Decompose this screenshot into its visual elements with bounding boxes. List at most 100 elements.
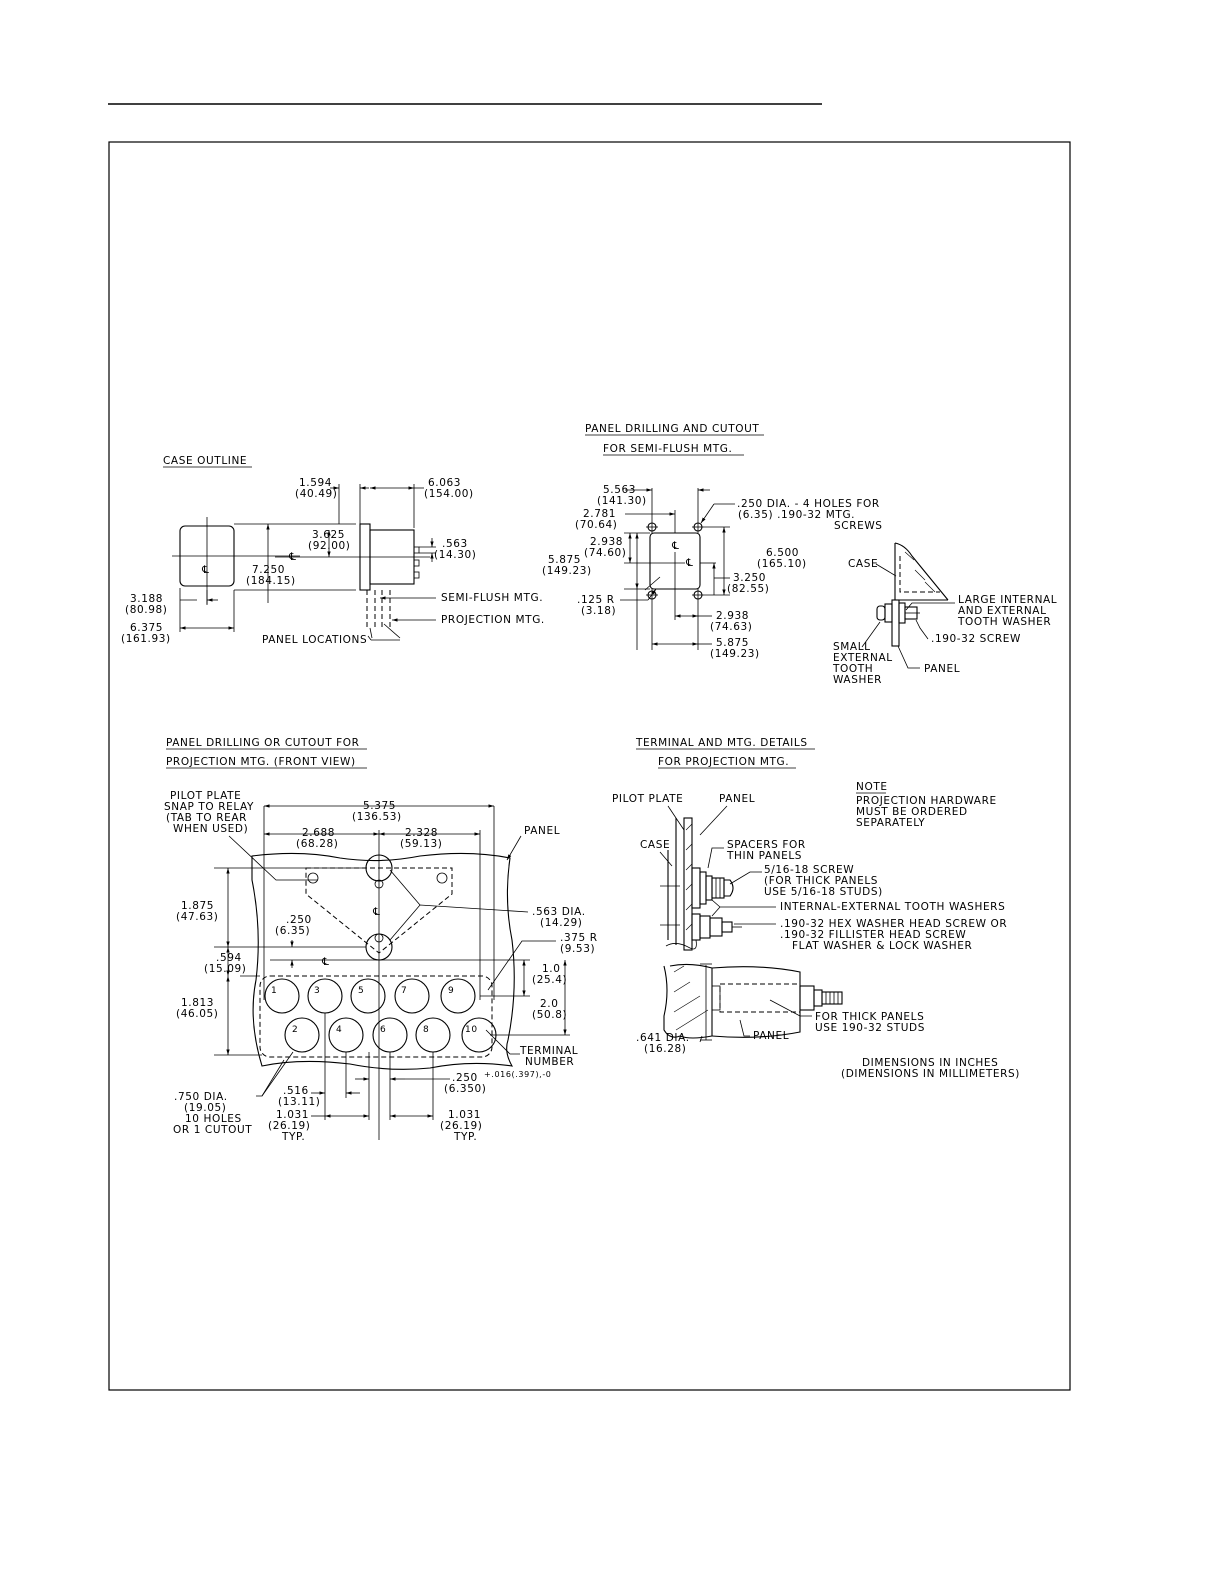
- mount-large-washer-1: LARGE INTERNAL: [958, 594, 1057, 606]
- td-screw-head: [723, 879, 734, 897]
- dim-3625: 3.625: [312, 529, 345, 541]
- dim-6500-mm: (165.10): [757, 558, 807, 570]
- pilot-label-2: SNAP TO RELAY: [164, 801, 254, 813]
- pilot-label-4: WHEN USED): [173, 823, 248, 835]
- dim-6375: 6.375: [130, 622, 163, 634]
- dim-20-mm: (50.8): [532, 1009, 567, 1021]
- dim-20: 2.0: [540, 998, 559, 1010]
- note-line-3: SEPARATELY: [856, 817, 925, 829]
- semi-flush-title-1: PANEL DRILLING AND CUTOUT: [585, 423, 759, 435]
- pilot-label-3: (TAB TO REAR: [166, 812, 247, 824]
- case-outline-title: CASE OUTLINE: [163, 455, 247, 467]
- td-hex-3: FLAT WASHER & LOCK WASHER: [792, 940, 972, 952]
- dim-1031b-typ: TYP.: [453, 1131, 477, 1143]
- holes-count: 10 HOLES: [185, 1113, 242, 1125]
- centerline-symbol: ℄: [372, 906, 380, 918]
- dim-1875-mm: (47.63): [176, 911, 218, 923]
- td-screw-1: 5/16-18 SCREW: [764, 864, 854, 876]
- td-641: .641 DIA.: [636, 1032, 690, 1044]
- terminal-hole: [307, 978, 343, 1014]
- dim-1813-mm: (46.05): [176, 1008, 218, 1020]
- dim-250-mm: (6.35): [275, 925, 310, 937]
- mount-small-washer-1: SMALL: [833, 641, 871, 653]
- dim-2938-mm: (74.60): [584, 547, 626, 559]
- note-line-1: PROJECTION HARDWARE: [856, 795, 997, 807]
- dim-375r: .375 R: [560, 932, 598, 944]
- centerline-symbol: ℄: [201, 564, 209, 576]
- dim-1031a-typ: TYP.: [281, 1131, 305, 1143]
- terminal-number: 2: [292, 1025, 298, 1035]
- td-spacers-2: THIN PANELS: [726, 850, 802, 862]
- terminal-number: 5: [358, 986, 364, 996]
- dims-note-1: DIMENSIONS IN INCHES: [862, 1057, 998, 1069]
- label-semi-flush: SEMI-FLUSH MTG.: [441, 592, 543, 604]
- dim-7250: 7.250: [252, 564, 285, 576]
- dim-563-dia-mm: (14.29): [540, 917, 582, 929]
- dim-2781-mm: (70.64): [575, 519, 617, 531]
- td-spacers-1: SPACERS FOR: [727, 839, 806, 851]
- dim-3625-mm: (92.00): [308, 540, 350, 552]
- pilot-plate-hole: [307, 872, 319, 884]
- terminal-details-view: TERMINAL AND MTG. DETAILS FOR PROJECTION…: [612, 737, 1007, 1055]
- dim-563-dia: .563 DIA.: [532, 906, 586, 918]
- dims-note-2: (DIMENSIONS IN MILLIMETERS): [841, 1068, 1020, 1080]
- terminal-number-label-1: TERMINAL: [519, 1045, 578, 1057]
- dim-594: .594: [216, 952, 242, 964]
- terminal-number: 8: [423, 1025, 429, 1035]
- terminal-number: 1: [271, 986, 277, 996]
- dim-1031a-mm: (26.19): [268, 1120, 310, 1132]
- case-section: [894, 543, 948, 601]
- td-nut: [711, 877, 725, 899]
- terminal-number: 6: [380, 1025, 386, 1035]
- mount-screw-label: .190-32 SCREW: [931, 633, 1021, 645]
- centerline-symbol: ℄: [685, 557, 693, 569]
- case-terminal-stud: [413, 546, 420, 554]
- cutout-alt: OR 1 CUTOUT: [173, 1124, 252, 1136]
- dim-375r-mm: (9.53): [560, 943, 595, 955]
- mount-panel-label: PANEL: [924, 663, 960, 675]
- dim-5875-mm: (149.23): [542, 565, 592, 577]
- mount-case-label: CASE: [848, 558, 878, 570]
- td-panel2: PANEL: [753, 1030, 789, 1042]
- centerline-symbol: ℄: [671, 540, 679, 552]
- dim-1875: 1.875: [181, 900, 214, 912]
- td-hex-2: .190-32 FILLISTER HEAD SCREW: [780, 929, 966, 941]
- dim-6500: 6.500: [766, 547, 799, 559]
- case-terminal-stud: [413, 559, 420, 567]
- panel-break-outline: [251, 852, 515, 1070]
- dim-2688-mm: (68.28): [296, 838, 338, 850]
- dim-250: .250: [286, 914, 312, 926]
- td-stud-nut: [799, 985, 815, 1011]
- dim-2781: 2.781: [583, 508, 616, 520]
- dim-2938: 2.938: [590, 536, 623, 548]
- terminal-hole: [394, 978, 430, 1014]
- projection-title-2: PROJECTION MTG. (FRONT VIEW): [166, 756, 356, 768]
- td-screw-2: (FOR THICK PANELS: [764, 875, 878, 887]
- dim-6063: 6.063: [428, 477, 461, 489]
- dim-10-mm: (25.4): [532, 974, 567, 986]
- projection-panel-label: PANEL: [524, 825, 560, 837]
- semi-flush-cutout-view: PANEL DRILLING AND CUTOUT FOR SEMI-FLUSH…: [542, 423, 883, 660]
- terminal-number: 3: [314, 986, 320, 996]
- pilot-plate-hole: [436, 872, 448, 884]
- holes-callout-3: SCREWS: [834, 520, 883, 532]
- dim-250-tol-sup: +.016(.397),-0: [484, 1070, 552, 1079]
- dim-5375: 5.375: [363, 800, 396, 812]
- td-thick-1: FOR THICK PANELS: [815, 1011, 924, 1023]
- dim-1813: 1.813: [181, 997, 214, 1009]
- dim-250-tol-mm: (6.350): [444, 1083, 486, 1095]
- dim-516: .516: [283, 1085, 309, 1097]
- centerline-symbol: ℄: [288, 551, 296, 563]
- terminal-hole: [440, 978, 476, 1014]
- td-hex-1: .190-32 HEX WASHER HEAD SCREW OR: [780, 918, 1007, 930]
- dim-750: .750 DIA.: [174, 1091, 228, 1103]
- pilot-label-1: PILOT PLATE: [170, 790, 241, 802]
- td-thick-2: USE 190-32 STUDS: [815, 1022, 925, 1034]
- label-panel-locations: PANEL LOCATIONS: [262, 634, 367, 646]
- td-washers: INTERNAL-EXTERNAL TOOTH WASHERS: [780, 901, 1005, 913]
- dim-6063-mm: (154.00): [424, 488, 474, 500]
- dim-2938b-mm: (74.63): [710, 621, 752, 633]
- dimensions-note: DIMENSIONS IN INCHES (DIMENSIONS IN MILL…: [841, 1057, 1020, 1080]
- holes-callout-2: (6.35) .190-32 MTG.: [738, 509, 855, 521]
